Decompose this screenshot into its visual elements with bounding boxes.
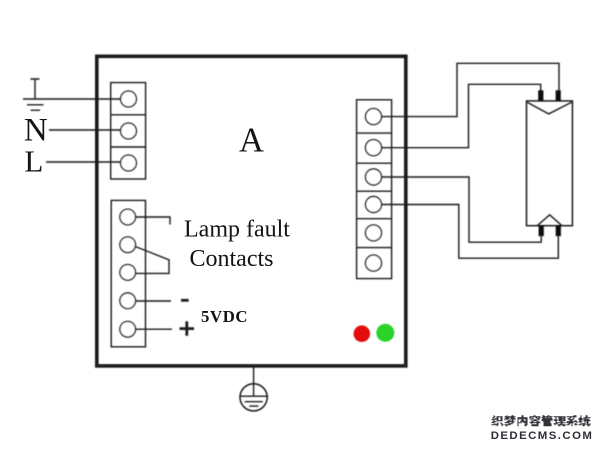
lamp-terminal-3 — [364, 168, 383, 186]
plus-sign — [179, 321, 194, 336]
terminal-contact-com — [119, 236, 137, 254]
tube-pin-bottom-left — [538, 225, 544, 237]
fault-caption-line1: Lamp fault — [184, 217, 290, 243]
watermark-domain: DEDECMS.COM — [491, 430, 594, 442]
lamp-terminal-1 — [364, 107, 383, 126]
fluorescent-tube — [525, 100, 574, 227]
chassis-ground-icon — [239, 367, 269, 412]
lamp-wire-2 — [381, 83, 542, 149]
terminal-neutral — [119, 122, 138, 140]
fault-caption-line2: Contacts — [190, 246, 274, 272]
lamp-terminal-5 — [364, 224, 383, 242]
terminal-contact-no — [119, 208, 137, 226]
supply-label: 5VDC — [201, 307, 248, 326]
terminal-earth — [119, 90, 138, 108]
lamp-wire-4 — [381, 203, 559, 259]
lamp-terminal-4 — [364, 195, 383, 214]
line-label: L — [24, 143, 43, 178]
neutral-label: N — [24, 113, 48, 149]
controller-box-outline — [95, 54, 408, 368]
terminal-line — [119, 154, 138, 172]
earth-ground-icon — [23, 78, 48, 111]
watermark: DEDECMS.COM — [491, 415, 594, 442]
lamp-terminal-6 — [364, 254, 383, 272]
terminal-plus — [119, 320, 137, 338]
tube-pin-top-right — [555, 90, 561, 102]
lamp-terminal-2 — [364, 138, 383, 157]
tube-pin-bottom-right — [555, 225, 561, 237]
watermark-cjk-glyphs — [491, 415, 591, 427]
terminal-minus — [119, 292, 137, 310]
tube-bottom-chevron — [537, 213, 562, 226]
line-art — [23, 54, 574, 412]
terminal-contact-nc — [119, 263, 137, 281]
mains-terminal-block — [109, 81, 147, 180]
tube-top-chevron — [526, 101, 573, 115]
relay-contact-symbol — [135, 216, 171, 275]
tube-pin-top-left — [538, 90, 544, 102]
signal-terminal-block — [110, 199, 147, 348]
tube-pins — [538, 90, 561, 237]
green-led — [376, 323, 395, 342]
unit-label: A — [239, 121, 264, 159]
lamp-terminal-block — [355, 99, 393, 280]
red-led — [353, 325, 371, 343]
lamp-wire-1 — [381, 62, 560, 118]
lamp-wire-3 — [381, 176, 542, 243]
